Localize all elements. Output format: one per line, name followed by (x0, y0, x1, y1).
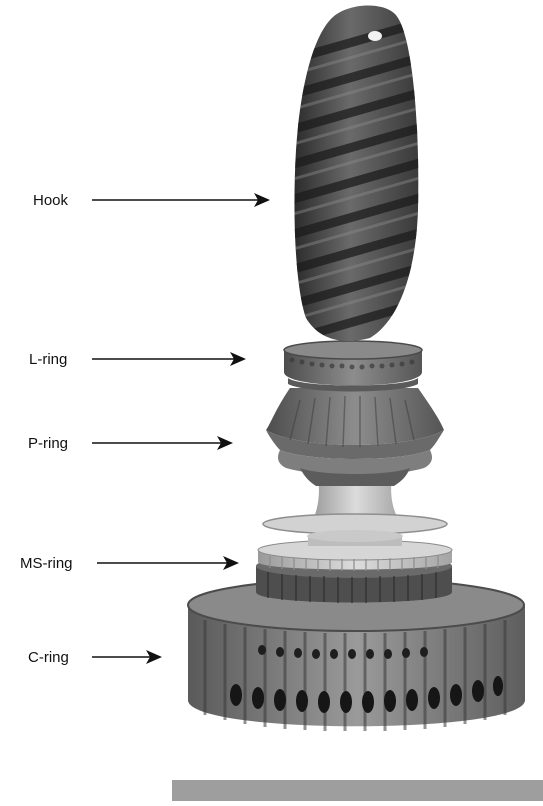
scale-bar (172, 780, 543, 801)
c-ring-label: C-ring (28, 650, 69, 665)
p-ring-shape (266, 388, 444, 486)
l-ring-shape (284, 341, 422, 392)
ms-ring-label: MS-ring (20, 556, 73, 571)
p-ring-arrow (92, 436, 233, 450)
l-ring-arrow (92, 352, 246, 366)
c-ring-arrow (92, 650, 162, 664)
ms-ring-arrow (97, 556, 239, 570)
hook-label: Hook (33, 193, 68, 208)
ms-ring-shape (256, 540, 452, 603)
l-ring-label: L-ring (29, 352, 67, 367)
p-ring-label: P-ring (28, 436, 68, 451)
hook-arrow (92, 193, 270, 207)
hook-shape (290, 5, 430, 341)
